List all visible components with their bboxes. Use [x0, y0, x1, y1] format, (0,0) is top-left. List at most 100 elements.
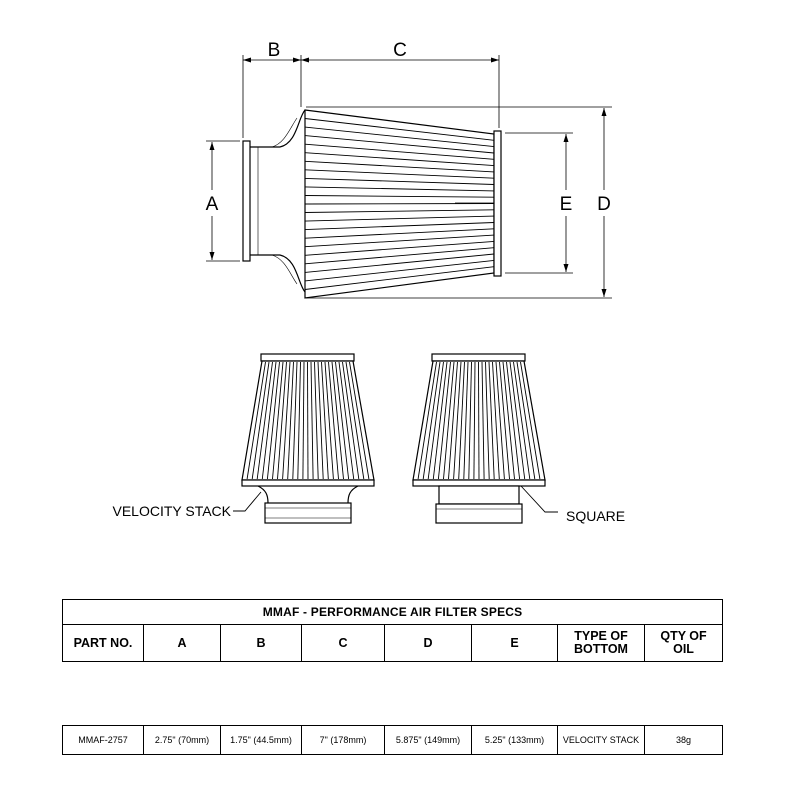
pleat-line: [513, 361, 531, 480]
pleat-line: [485, 361, 490, 480]
pleat-line: [502, 361, 515, 480]
pleat-line: [304, 118, 495, 141]
pleat-line: [453, 361, 462, 480]
table-cell: 38g: [643, 725, 724, 755]
spec-header-cell: D: [384, 624, 472, 662]
pleat-line: [304, 240, 495, 256]
pleat-line: [261, 361, 277, 480]
pleat-line: [256, 361, 273, 480]
pleat-line: [328, 361, 339, 480]
pleat-line: [427, 361, 444, 480]
pleat-line: [297, 361, 301, 480]
pleat-line: [287, 361, 294, 480]
pleat-line: [304, 135, 495, 154]
spec-header-text: QTY OF: [660, 629, 707, 643]
spec-header-text: B: [256, 635, 266, 650]
spec-header-cell: A: [143, 624, 221, 662]
pleat-line: [304, 169, 495, 179]
pleat-line: [292, 361, 298, 480]
table-cell: 7" (178mm): [301, 725, 385, 755]
table-cell: VELOCITY STACK: [557, 725, 645, 755]
dimension-lines: [206, 55, 612, 299]
dimension-label-b: B: [268, 40, 281, 61]
pleat-line: [417, 361, 437, 480]
pleat-line: [349, 361, 370, 480]
filter-side-view: [242, 109, 502, 299]
pleat-line: [304, 126, 495, 148]
spec-header-text: A: [177, 635, 187, 650]
pleat-line: [473, 361, 476, 480]
dimension-label-e: E: [560, 194, 573, 215]
pleat-line: [277, 361, 287, 480]
pleat-line: [499, 361, 510, 480]
pleat-line: [463, 361, 469, 480]
spec-header-cell: C: [301, 624, 385, 662]
pleat-line: [317, 361, 324, 480]
pleat-line: [422, 361, 441, 480]
table-cell: MMAF-2757: [62, 725, 144, 755]
spec-header-cell: PART NO.: [62, 624, 144, 662]
pleat-line: [307, 361, 309, 480]
pleat-line: [432, 361, 448, 480]
pleat-line: [304, 247, 495, 265]
spec-header-text: PART NO.: [73, 635, 133, 650]
pleat-line: [437, 361, 451, 480]
table-cell: 1.75" (44.5mm): [220, 725, 302, 755]
pleat-line: [304, 253, 495, 273]
pleat-line: [304, 186, 495, 192]
square-bottom-filter: [412, 353, 546, 524]
pleat-line: [488, 361, 495, 480]
table-cell: 5.875" (149mm): [384, 725, 472, 755]
pleat-line: [304, 203, 495, 205]
pleat-line: [520, 361, 541, 480]
table-cell: 2.75" (70mm): [143, 725, 221, 755]
pleat-line: [304, 177, 495, 185]
pleat-line: [338, 361, 355, 480]
pleat-line: [304, 209, 495, 213]
pleat-line: [246, 361, 266, 480]
pleat-line: [314, 361, 319, 480]
pleat-line: [495, 361, 505, 480]
pleat-line: [342, 361, 360, 480]
pleat-line: [448, 361, 458, 480]
dimension-label-d: D: [597, 194, 611, 215]
spec-header-text: OIL: [673, 642, 694, 656]
pleat-line: [468, 361, 472, 480]
pleat-line: [443, 361, 455, 480]
air-filter-technical-drawing: B C A E D VELOCITY STACK SQUARE: [112, 40, 625, 524]
pleat-line: [282, 361, 291, 480]
pleat-line: [458, 361, 465, 480]
pleat-line: [481, 361, 485, 480]
pleat-line: [506, 361, 521, 480]
spec-header-text: BOTTOM: [574, 642, 628, 656]
spec-table: MMAF - PERFORMANCE AIR FILTER SPECS PART…: [61, 599, 724, 755]
spec-header-text: C: [338, 635, 348, 650]
pleat-line: [251, 361, 270, 480]
pleat-line: [492, 361, 500, 480]
spec-table-title: MMAF - PERFORMANCE AIR FILTER SPECS: [61, 599, 724, 625]
spec-header-text: D: [423, 635, 433, 650]
pleat-line: [304, 152, 495, 167]
pleat-line: [304, 266, 495, 290]
dimension-arrows: [209, 57, 607, 297]
pleat-line: [304, 195, 495, 198]
pleat-line: [516, 361, 536, 480]
dimension-label-a: A: [206, 194, 219, 215]
pleat-line: [266, 361, 280, 480]
dimension-label-c: C: [393, 40, 407, 61]
pleat-line: [304, 160, 495, 173]
pleat-line: [272, 361, 284, 480]
spec-header-cell: B: [220, 624, 302, 662]
pleat-line: [478, 361, 480, 480]
callout-leaders: [233, 485, 558, 513]
pleat-line: [304, 228, 495, 239]
pleat-line: [310, 361, 314, 480]
velocity-stack-filter: [241, 353, 375, 524]
pleat-line: [324, 361, 334, 480]
callout-velocity-stack: VELOCITY STACK: [112, 503, 231, 519]
